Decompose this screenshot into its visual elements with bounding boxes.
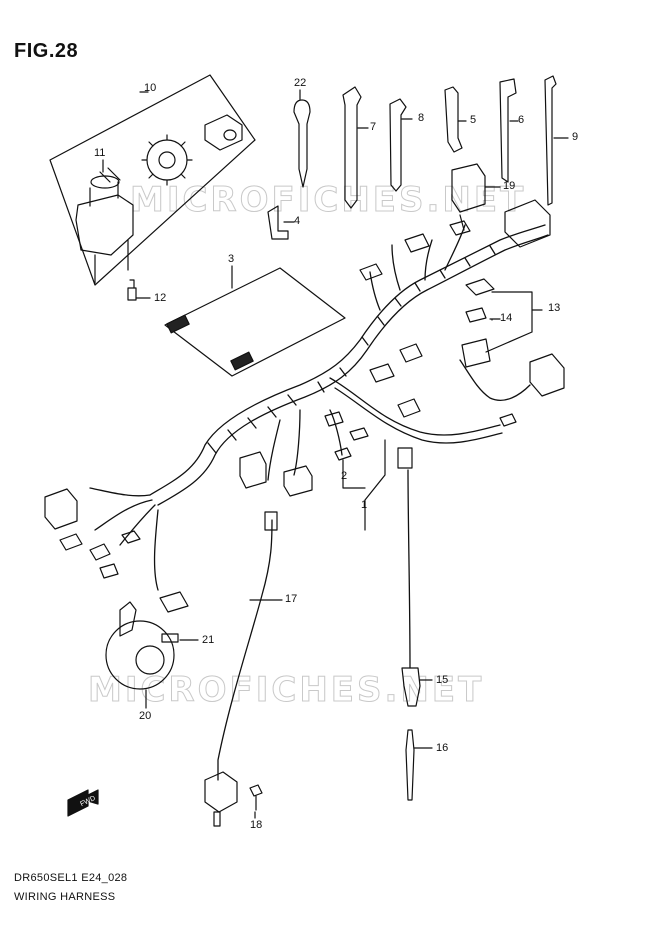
key-blank-icon bbox=[294, 100, 310, 187]
connector-upper-right bbox=[505, 200, 550, 247]
sensor-15-group bbox=[343, 440, 432, 800]
harness-trunk-lower bbox=[158, 235, 548, 505]
sensor-body-17 bbox=[205, 772, 237, 812]
cable-tie-icon bbox=[545, 76, 556, 205]
small-parts-row bbox=[268, 76, 568, 239]
callout-4: 4 bbox=[294, 215, 301, 227]
diagram-code: DR650SEL1 E24_028 bbox=[14, 872, 128, 884]
horn-group bbox=[106, 602, 198, 708]
connector-lower-a bbox=[240, 452, 266, 488]
callout-21: 21 bbox=[202, 634, 215, 646]
callout-6: 6 bbox=[518, 114, 525, 126]
callout-5: 5 bbox=[470, 114, 477, 126]
sensor-lead-15 bbox=[408, 470, 410, 668]
callout-11: 11 bbox=[94, 147, 106, 159]
callout-22: 22 bbox=[294, 77, 307, 89]
horn-bracket bbox=[120, 602, 136, 636]
fuse-holder-icon bbox=[466, 279, 494, 295]
lock-cap bbox=[205, 115, 242, 150]
callout-13: 13 bbox=[548, 302, 561, 314]
relay-icon bbox=[452, 164, 485, 212]
callout-8: 8 bbox=[418, 112, 425, 124]
watermark-upper: MICROFICHES.NET bbox=[129, 180, 527, 221]
figure-title: FIG.28 bbox=[14, 40, 79, 62]
sensor-connector bbox=[398, 448, 412, 468]
sensor-bolt-icon bbox=[250, 785, 262, 810]
ignition-key-icon bbox=[100, 168, 120, 182]
sensor-lead-17 bbox=[218, 520, 272, 780]
callout-15: 15 bbox=[436, 674, 449, 686]
diagram-name: WIRING HARNESS bbox=[14, 891, 116, 903]
callout-9: 9 bbox=[572, 131, 579, 143]
wiring-harness bbox=[90, 225, 548, 780]
clamp-band-icon bbox=[343, 87, 361, 208]
sensor-17-group bbox=[205, 600, 282, 826]
fuse-box-icon bbox=[462, 339, 490, 367]
harness-branch-right bbox=[330, 378, 500, 435]
ignition-switch-group bbox=[50, 75, 255, 300]
horn-icon bbox=[106, 621, 174, 689]
horn-bolt-icon bbox=[162, 634, 178, 642]
ignition-kit-outline bbox=[50, 75, 255, 285]
callout-1: 1 bbox=[361, 499, 368, 511]
wire-clamp-icon bbox=[445, 87, 462, 152]
sensor-probe-icon bbox=[406, 730, 414, 800]
connector-front-left bbox=[45, 489, 77, 529]
callout-19: 19 bbox=[503, 180, 516, 192]
bolt-icon bbox=[128, 280, 136, 300]
fuse-group bbox=[462, 279, 542, 367]
clamp-clip-icon bbox=[390, 99, 406, 191]
callout-17: 17 bbox=[285, 593, 298, 605]
callout-20: 20 bbox=[139, 710, 152, 722]
callout-14: 14 bbox=[500, 312, 513, 324]
fuse-icon bbox=[466, 308, 486, 322]
oxygen-sensor-icon bbox=[402, 668, 420, 706]
ignition-switch-body bbox=[76, 195, 133, 255]
callout-18: 18 bbox=[250, 819, 263, 831]
callout-2: 2 bbox=[341, 470, 348, 482]
label-barcode-right bbox=[231, 352, 253, 370]
callout-7: 7 bbox=[370, 121, 377, 133]
band-clamp-icon bbox=[500, 79, 516, 182]
connectors bbox=[45, 200, 564, 612]
connector-right bbox=[530, 354, 564, 396]
label-sheet bbox=[165, 266, 345, 376]
label-barcode-left bbox=[167, 315, 189, 333]
fwd-arrow-icon bbox=[68, 790, 98, 816]
connector-lower-b bbox=[284, 466, 312, 496]
callout-12: 12 bbox=[154, 292, 167, 304]
bracket-icon bbox=[268, 206, 288, 239]
callout-16: 16 bbox=[436, 742, 449, 754]
harness-trunk-upper bbox=[150, 225, 545, 495]
callout-10: 10 bbox=[144, 82, 157, 94]
callout-3: 3 bbox=[228, 253, 235, 265]
harness-branch-left bbox=[90, 488, 158, 590]
